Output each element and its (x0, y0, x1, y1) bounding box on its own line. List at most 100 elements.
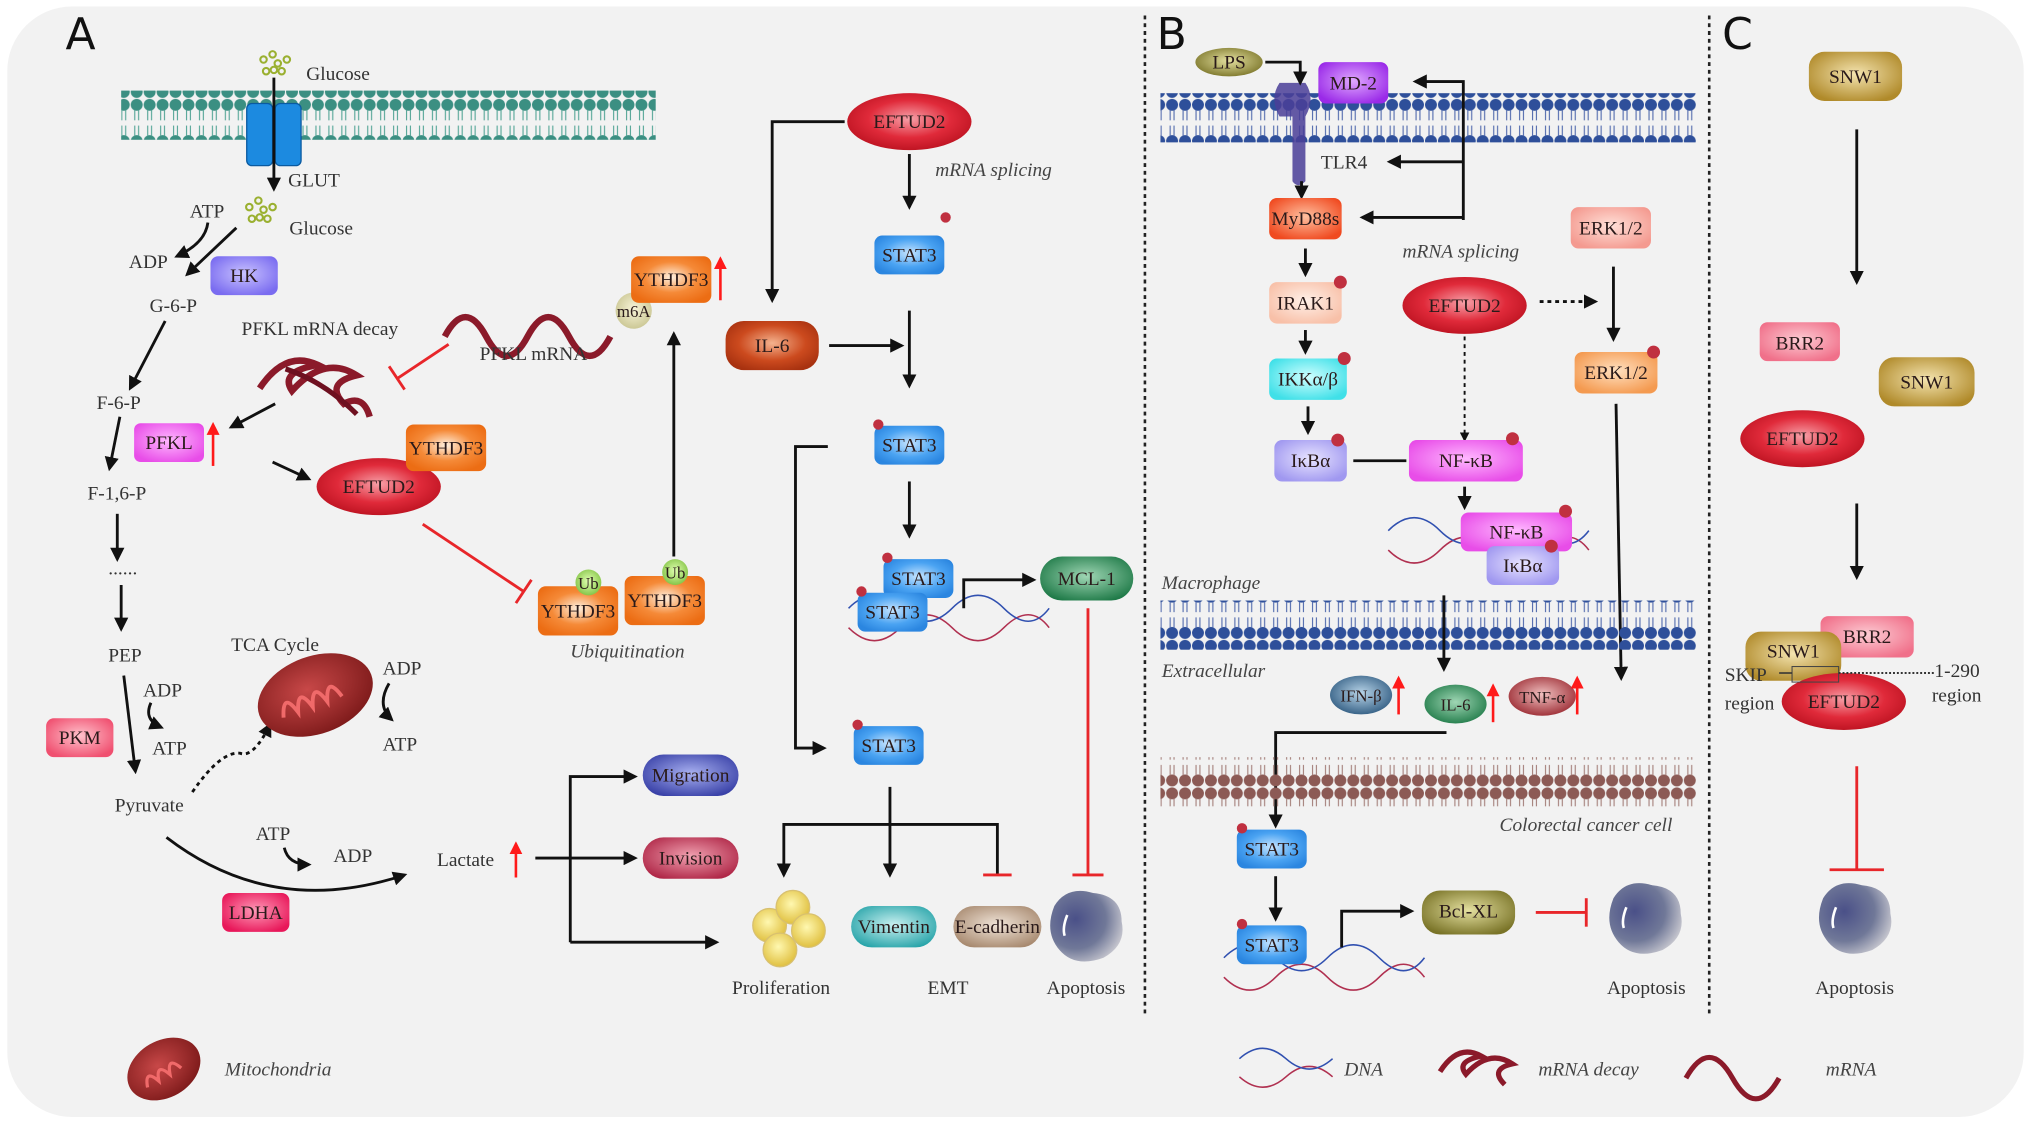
brr2-node (1759, 322, 1840, 362)
atp-label-1: ATP (190, 201, 225, 222)
glucose-intracellular-icon (245, 196, 277, 223)
ikk-node (1269, 358, 1347, 400)
stat3-label-4: STAT3 (861, 736, 916, 757)
pfkl-mrna-icon (441, 314, 614, 359)
pstat3-branch-arrow (794, 445, 828, 756)
g6p-label: G-6-P (150, 296, 198, 317)
pep-label: PEP (108, 645, 142, 666)
proliferation-label: Proliferation (732, 978, 830, 999)
pfkl-mrna-decay-label: PFKL mRNA decay (242, 319, 399, 340)
stat3-bclxl-arrow (1340, 904, 1415, 948)
pkm-label: PKM (59, 728, 101, 749)
adp-label-2: ADP (143, 680, 182, 701)
glut-label: GLUT (288, 170, 340, 191)
stat3-node-b1 (1236, 829, 1307, 869)
irak1-node (1269, 282, 1342, 324)
f6p-f16p-arrow (104, 416, 122, 472)
g6p-f6p-arrow (128, 320, 167, 391)
nfkb-dna-node (1460, 512, 1573, 552)
bclxl-node (1421, 890, 1516, 935)
phospho-icon (1506, 432, 1519, 446)
myd88s-label: MyD88s (1271, 209, 1339, 230)
glucose-extracellular-label: Glucose (306, 64, 370, 85)
tlr4-label: TLR4 (1321, 152, 1368, 173)
macrophage-membrane-top (1160, 93, 1697, 143)
legend-dna-label: DNA (1343, 1060, 1383, 1081)
adp-atp-arrow-2 (147, 702, 164, 730)
phospho-icon (1236, 918, 1248, 930)
f6p-label: F-6-P (97, 393, 141, 414)
tnfa-label: TNF-α (1519, 688, 1565, 707)
apoptotic-cell-icon-c (1818, 883, 1892, 954)
glut-transporter-icon (246, 102, 302, 167)
phospho-icon (1331, 433, 1345, 447)
eftud2-label-b: EFTUD2 (1428, 296, 1500, 317)
migration-label: Migration (652, 766, 730, 787)
brr2-node-complex (1820, 616, 1914, 658)
snw1-node-top (1808, 51, 1903, 101)
phospho-icon (1647, 345, 1661, 359)
mrna-decay-icon (256, 357, 373, 418)
snw1-node-mid (1878, 357, 1975, 407)
ub-label-2: Ub (665, 564, 686, 583)
ub-tag-1 (575, 569, 602, 596)
ikba-label: IκBα (1291, 451, 1330, 472)
phospho-icon (940, 212, 951, 223)
emt-label: EMT (927, 978, 968, 999)
invision-label: Invision (659, 849, 723, 870)
atp-adp-arrow (174, 222, 210, 259)
ecadherin-label: E-cadherin (955, 917, 1040, 938)
ikba-dna-node (1486, 546, 1560, 586)
atp-label-3: ATP (256, 824, 291, 845)
adp-label-3: ADP (333, 846, 372, 867)
stat3-label-b2: STAT3 (1245, 935, 1300, 956)
stat3-node-2 (874, 425, 945, 465)
erk-node-top (1570, 207, 1651, 249)
tca-adp-atp-arrow (378, 682, 394, 722)
mitochondrion-icon (257, 653, 373, 737)
stat3-dimer-node-2 (857, 592, 928, 632)
macrophage-membrane-bottom (1160, 600, 1697, 650)
m6a-label: m6A (617, 302, 651, 321)
ifnb-node (1330, 675, 1393, 715)
ythdf3-ub-label-2: YTHDF3 (628, 591, 702, 612)
apoptosis-label-a: Apoptosis (1047, 978, 1126, 999)
ythdf3-label-top: YTHDF3 (634, 270, 708, 291)
stat3-label-2: STAT3 (882, 436, 937, 457)
legend: Mitochondria DNA mRNA decay mRNA (127, 1037, 1877, 1102)
atp-label-2: ATP (152, 739, 187, 760)
splicing-md2-arrow (1412, 74, 1465, 221)
hk-label: HK (230, 266, 258, 287)
lps-label: LPS (1212, 53, 1245, 74)
ythdf3-label-complex: YTHDF3 (409, 438, 483, 459)
stat3-dimer-node-1 (883, 559, 954, 598)
snw1-label-complex: SNW1 (1767, 641, 1820, 662)
pfkl-eftud2-arrow (271, 460, 312, 481)
md2-label: MD-2 (1330, 73, 1377, 94)
lactate-label: Lactate (437, 850, 494, 871)
pyruvate-label: Pyruvate (115, 795, 184, 816)
eftud2-ubiquitination-inhibition (421, 522, 525, 593)
il6-label-b: IL-6 (1441, 696, 1471, 715)
eftud2-label-mid: EFTUD2 (343, 477, 415, 498)
nfkb-dna-label: NF-κB (1489, 522, 1543, 543)
atp-adp-arrow-3 (282, 847, 312, 872)
phospho-icon (1337, 352, 1351, 365)
ythdf3-node-complex (405, 424, 487, 472)
snw1-label-top: SNW1 (1829, 67, 1882, 88)
tnfa-node (1508, 676, 1576, 716)
il6-label-a: IL-6 (755, 336, 790, 357)
eftud2-il6-arrow (765, 120, 845, 304)
tlr4-receptor-icon (1274, 82, 1311, 186)
phospho-icon (1544, 539, 1558, 553)
extracellular-label: Extracellular (1161, 661, 1266, 682)
panel-label-c: C (1722, 9, 1753, 60)
bclxl-label: Bcl-XL (1439, 902, 1498, 923)
nfkb-node (1408, 440, 1523, 482)
brr2-label: BRR2 (1776, 333, 1825, 354)
erk-label-phospho: ERK1/2 (1584, 363, 1648, 384)
figure-background (7, 6, 2024, 1117)
ythdf3-node-top (631, 256, 712, 303)
mrna-splicing-label-b: mRNA splicing (1402, 242, 1519, 263)
f16p-label: F-1,6-P (88, 484, 147, 505)
